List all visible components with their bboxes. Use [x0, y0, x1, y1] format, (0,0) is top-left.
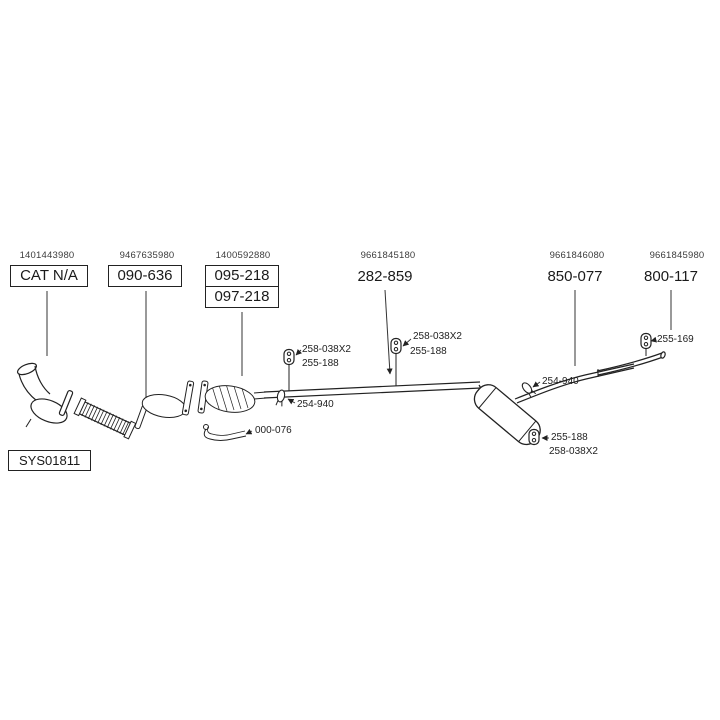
part-ref: 9661845180 [360, 250, 416, 261]
fitting-label: 254-940 [542, 376, 579, 387]
part-ref: 9661845980 [649, 250, 705, 261]
fitting-label: 258-038X2 [302, 344, 351, 355]
system-code-label: SYS01811 [8, 450, 92, 471]
part-number-label: 090-636 [108, 265, 182, 287]
fitting-label: 000-076 [255, 425, 292, 436]
part-number-label: 097-218 [205, 286, 279, 308]
part-number-label: CAT N/A [10, 265, 88, 287]
dpf-drawing [197, 380, 267, 414]
small-pipe-drawing [203, 424, 247, 441]
rubber-mount-icon [283, 348, 295, 366]
part-ref: 9661846080 [549, 250, 605, 261]
mid-pipe-drawing [263, 353, 482, 399]
fitting-label: 255-169 [657, 334, 694, 345]
rear-pipe-drawing [596, 348, 666, 377]
tail-pipe-drawing [514, 363, 635, 404]
part-ref: 1401443980 [19, 250, 75, 261]
catalytic-converter-drawing [134, 380, 195, 430]
flex-pipe-drawing [73, 397, 137, 440]
rubber-mount-icon [390, 337, 402, 355]
part-ref: 1400592880 [215, 250, 271, 261]
leader-lines [46, 289, 672, 398]
part-ref: 9467635980 [119, 250, 175, 261]
fitting-label: 255-188 [551, 432, 588, 443]
front-downpipe-drawing [16, 362, 74, 428]
part-number-label: 095-218 [205, 265, 279, 287]
part-number-label: 800-117 [644, 268, 698, 285]
fitting-label: 255-188 [302, 358, 339, 369]
fitting-label: 255-188 [410, 346, 447, 357]
part-number-label: 282-859 [357, 268, 413, 285]
fitting-label: 258-038X2 [413, 331, 462, 342]
fitting-label: 258-038X2 [549, 446, 598, 457]
annotation-arrows [245, 336, 658, 441]
rubber-mount-icon [640, 332, 652, 350]
rubber-mount-icon [528, 428, 540, 446]
part-number-label: 850-077 [547, 268, 603, 285]
fitting-label: 254-940 [297, 399, 334, 410]
